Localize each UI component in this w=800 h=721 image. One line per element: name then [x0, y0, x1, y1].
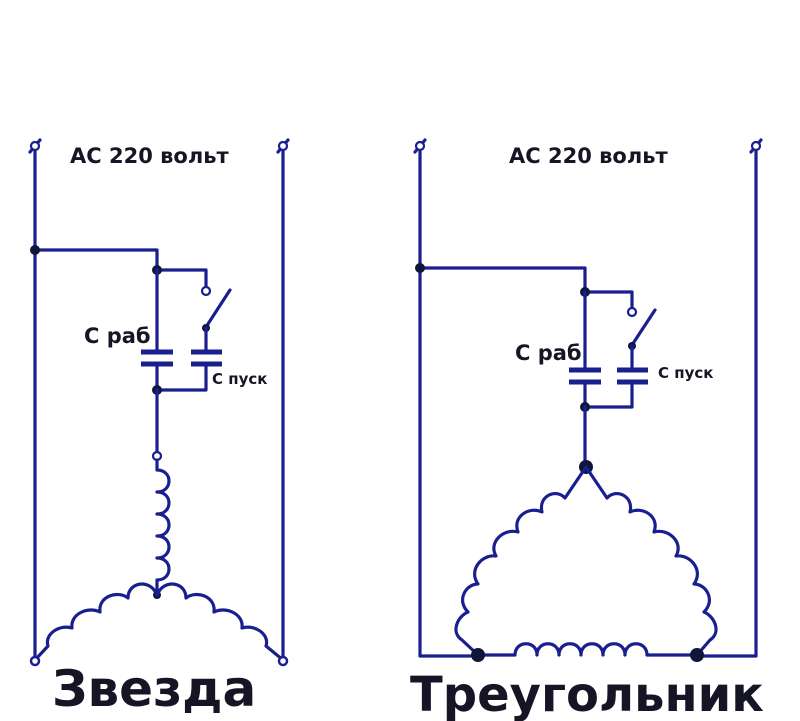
star-feed-wire	[33, 248, 159, 272]
star-start-cap-label: С пуск	[212, 370, 267, 388]
delta-start-cap-label: С пуск	[658, 364, 713, 382]
star-run-cap-label: С раб	[84, 324, 151, 348]
star-terminal-bottom-left	[29, 655, 41, 667]
star-start-cap-lead-bottom	[155, 364, 208, 392]
delta-feed-wire	[418, 266, 587, 294]
star-switch-contact	[200, 285, 212, 297]
delta-winding-right	[584, 465, 718, 657]
star-terminal-top-right	[277, 140, 289, 152]
delta-winding-bottom	[476, 642, 699, 657]
delta-diagram: AC 220 вольт С раб С пуск Треу	[410, 138, 764, 721]
star-node-feed	[30, 245, 40, 255]
delta-cap-branch-top	[583, 290, 634, 310]
delta-right-rail	[695, 146, 758, 658]
star-terminal-top-left	[29, 140, 41, 152]
star-cap-branch-top	[155, 268, 208, 289]
star-switch-blade	[204, 288, 232, 329]
star-terminal-bottom-right	[277, 655, 289, 667]
delta-node-feed	[415, 263, 425, 273]
delta-left-rail	[418, 146, 482, 658]
delta-winding-left	[454, 465, 588, 657]
delta-terminal-top-right	[750, 140, 762, 152]
star-winding-right	[155, 582, 285, 662]
delta-run-cap-label: С раб	[515, 341, 582, 365]
star-diagram: AC 220 вольт С раб С пуск	[28, 138, 290, 718]
star-winding-left	[33, 582, 159, 662]
star-winding-vertical	[155, 458, 171, 597]
delta-title: Треугольник	[410, 667, 764, 721]
star-supply-label: AC 220 вольт	[70, 144, 229, 168]
delta-switch-blade	[630, 308, 657, 347]
delta-switch-contact	[626, 306, 638, 318]
star-title: Звезда	[52, 660, 256, 718]
delta-start-cap-lead-bottom	[583, 382, 634, 409]
delta-terminal-top-left	[414, 140, 426, 152]
delta-node-bottom-left	[471, 648, 485, 662]
delta-supply-label: AC 220 вольт	[509, 144, 668, 168]
delta-node-bottom-right	[690, 648, 704, 662]
